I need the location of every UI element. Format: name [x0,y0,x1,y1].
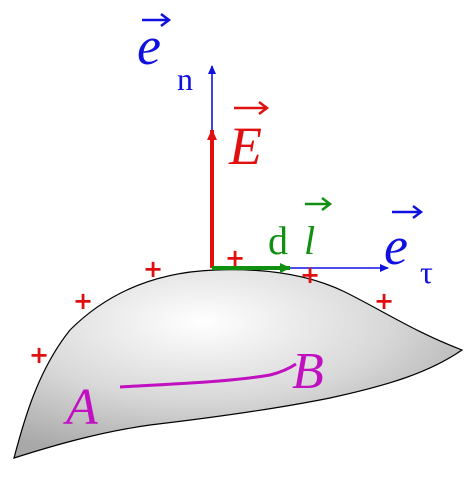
label-electric-field: E [228,101,270,176]
label-dl: d l [268,197,333,263]
field-symbol: E [228,116,262,176]
charge-sign: + [300,261,320,289]
label-e-normal: e n [137,13,193,97]
conductor-surface [13,269,464,459]
e-tangent-symbol: e [384,216,408,276]
charge-sign: + [374,287,394,315]
point-a-label: A [63,379,98,436]
label-e-tangent: e τ [384,205,433,290]
charge-sign: + [143,255,163,283]
charge-sign: + [225,244,245,272]
e-tangent-subscript: τ [420,254,433,290]
charge-sign: + [29,341,49,369]
path-a-to-b [119,362,297,389]
point-b-label: B [292,343,324,400]
e-normal-symbol: e [137,16,161,76]
dl-d: d [268,218,288,263]
charge-sign: + [73,287,93,315]
e-normal-subscript: n [177,61,193,97]
dl-l: l [304,218,315,263]
